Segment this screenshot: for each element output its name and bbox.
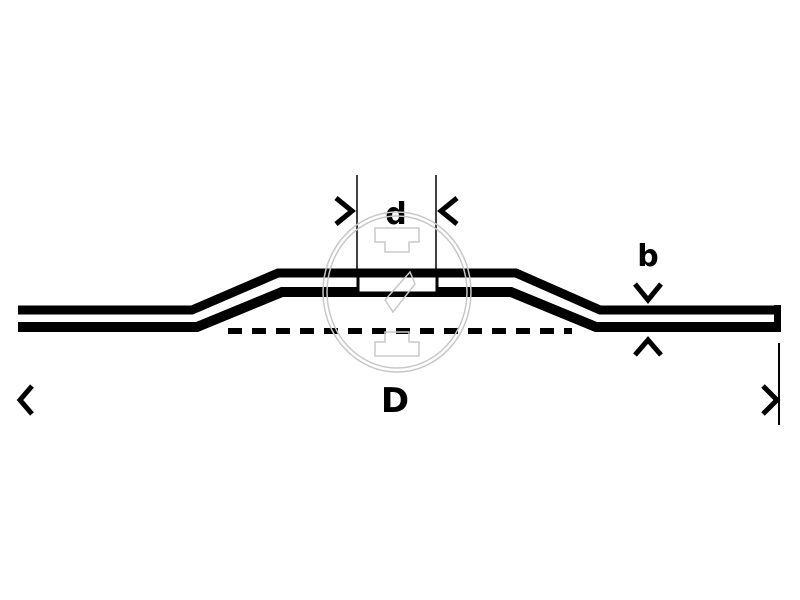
watermark-logo	[322, 211, 472, 373]
d-arrow-right-icon	[437, 196, 459, 226]
label-D: D	[381, 381, 409, 421]
D-arrow-left-icon	[16, 384, 34, 416]
label-d: d	[385, 197, 406, 232]
disc-edge	[774, 305, 781, 332]
disc-top-wall	[18, 268, 778, 315]
d-arrow-left-icon	[334, 196, 356, 226]
label-b: b	[637, 239, 658, 274]
b-arrow-up-icon	[633, 336, 663, 357]
D-arrow-right-icon	[761, 384, 781, 416]
hub-bore	[356, 274, 439, 295]
b-arrow-down-icon	[633, 282, 663, 304]
